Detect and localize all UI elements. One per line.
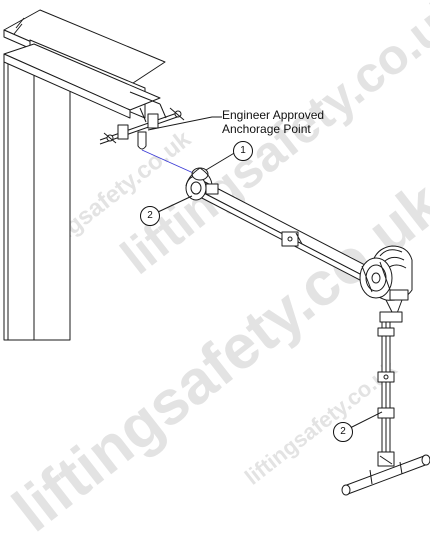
marker-2-top-leader xyxy=(157,195,193,213)
marker-2-bottom: 2 xyxy=(333,422,353,442)
marker-1-leader xyxy=(205,151,237,171)
marker-2-top: 2 xyxy=(140,206,160,226)
lanyard xyxy=(141,149,201,177)
self-retracting-winch xyxy=(359,245,413,323)
marker-2-bottom-leader xyxy=(349,411,383,429)
anchorage-label-line1: Engineer Approved xyxy=(222,108,325,122)
fall-arrest-davit-diagram xyxy=(3,9,430,496)
callout-leader xyxy=(147,116,222,131)
building-column xyxy=(3,61,71,341)
anchorage-label-line2: Anchorage Point xyxy=(222,122,311,136)
swivel-head xyxy=(185,167,219,201)
marker-1: 1 xyxy=(233,141,253,161)
beam-clamp-anchor xyxy=(99,103,185,150)
vertical-mast xyxy=(377,321,395,467)
base-bar xyxy=(341,454,430,496)
i-beam xyxy=(3,9,166,119)
